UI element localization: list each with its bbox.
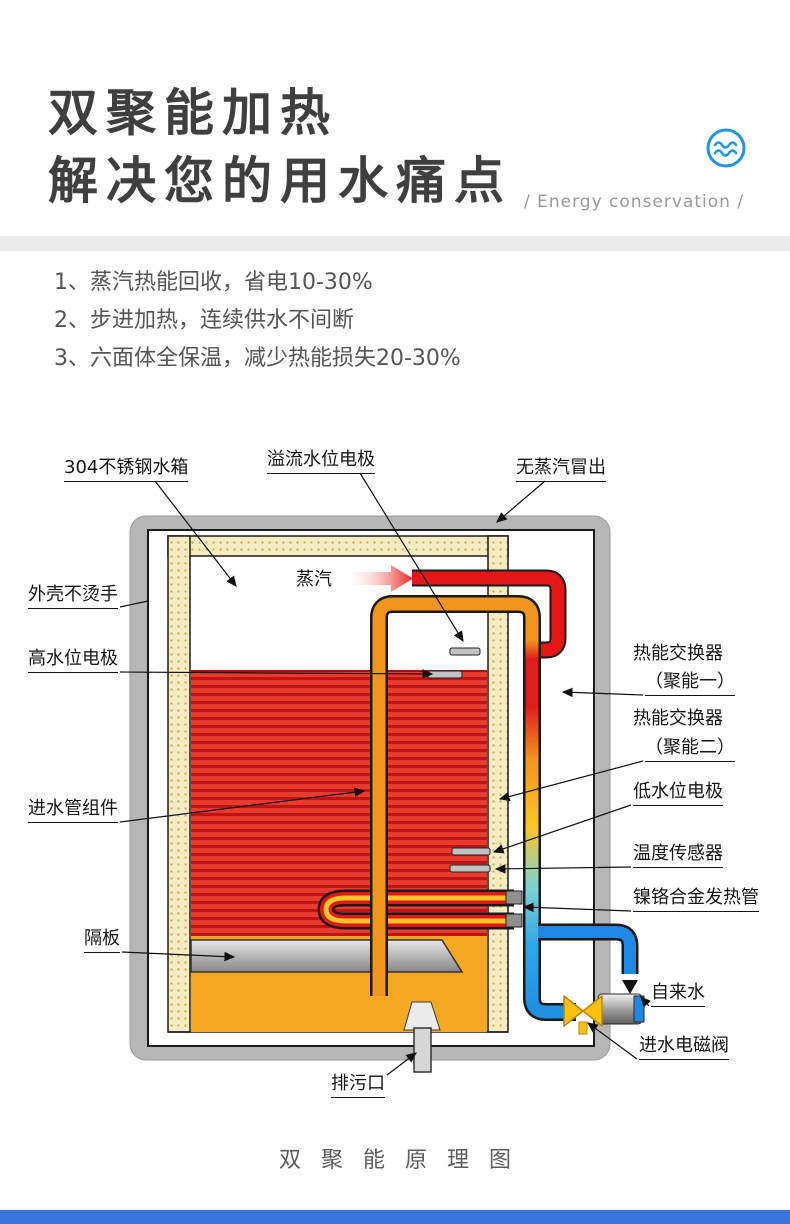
label-inlet-valve: 进水电磁阀	[639, 1035, 729, 1060]
feature-item-3: 3、六面体全保温，减少热能损失20-30%	[54, 346, 461, 371]
section-divider	[0, 236, 790, 251]
label-partition: 隔板	[84, 928, 120, 953]
leader-lines	[119, 472, 651, 1076]
page-title-line2: 解决您的用水痛点	[48, 152, 512, 210]
label-tap-water: 自来水	[651, 982, 705, 1007]
diagram-caption: 双聚能原理图	[278, 1148, 531, 1173]
label-no-steam: 无蒸汽冒出	[516, 457, 606, 482]
label-high-electrode: 高水位电极	[28, 648, 118, 673]
label-exchanger2-sub: （聚能二）	[645, 737, 735, 762]
temp-sensor-bar	[449, 864, 491, 873]
label-exchanger1-name: 热能交换器	[633, 643, 723, 664]
overflow-electrode-bar	[449, 647, 481, 656]
feature-item-2: 2、步进加热，连续供水不间断	[54, 308, 354, 333]
drain-pipe	[413, 1027, 432, 1073]
bottom-accent-bar	[0, 1210, 790, 1224]
partition-plate	[190, 939, 464, 973]
label-drain: 排污口	[331, 1073, 385, 1098]
label-tank: 304不锈钢水箱	[64, 457, 189, 482]
heating-element	[317, 889, 523, 930]
feature-list: 1、蒸汽热能回收，省电10-30% 2、步进加热，连续供水不间断 3、六面体全保…	[54, 264, 461, 378]
label-temp-sensor: 温度传感器	[633, 843, 723, 868]
flow-down-arrow	[622, 980, 638, 994]
feature-item-1: 1、蒸汽热能回收，省电10-30%	[54, 270, 373, 295]
low-level-electrode-bar	[451, 847, 491, 856]
tap-water-pipe	[538, 923, 639, 974]
label-inlet-pipe: 进水管组件	[28, 798, 118, 823]
insulation-layer	[167, 535, 509, 1033]
solenoid-valve	[563, 993, 645, 1035]
steam-pipe	[412, 569, 567, 659]
label-steam: 蒸汽	[296, 569, 332, 590]
label-overflow-electrode: 溢流水位电极	[267, 449, 375, 474]
page-title-line1: 双聚能加热	[48, 84, 338, 142]
steam-arrow	[352, 565, 413, 592]
water-wave-icon	[706, 128, 746, 168]
label-exchanger2-name: 热能交换器	[633, 708, 723, 729]
subtitle-english: / Energy conservation /	[524, 192, 745, 212]
inlet-u-pipe	[370, 595, 541, 996]
label-heater-tube: 镍铬合金发热管	[633, 887, 759, 912]
label-exchanger1-sub: （聚能一）	[645, 671, 735, 696]
heat-exchanger-pipe	[523, 636, 576, 1021]
label-shell: 外壳不烫手	[28, 584, 118, 609]
high-level-electrode-bar	[427, 670, 463, 679]
label-low-electrode: 低水位电极	[633, 781, 723, 806]
